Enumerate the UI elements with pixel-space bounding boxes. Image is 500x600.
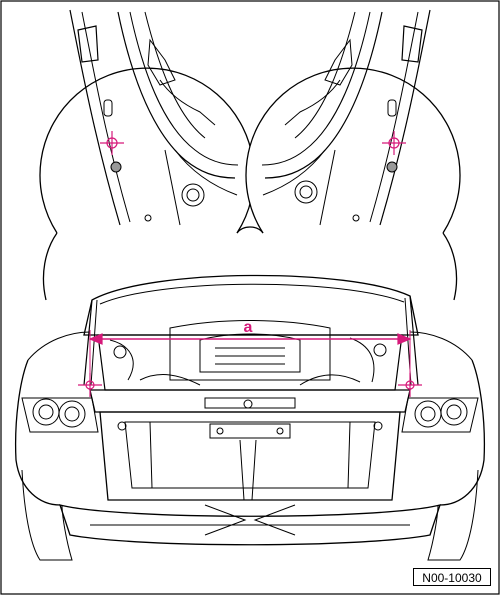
wheel-right bbox=[427, 469, 479, 561]
headlight-left bbox=[21, 397, 99, 433]
vehicle-front-view bbox=[14, 274, 486, 561]
lock-carrier bbox=[89, 389, 411, 413]
headlight-right bbox=[401, 397, 479, 433]
wheel-left bbox=[21, 469, 73, 561]
figure-number-box: N00-10030 bbox=[413, 568, 491, 586]
radiator-frame bbox=[99, 411, 401, 501]
hood-outline bbox=[83, 274, 419, 336]
detail-view-right bbox=[245, 9, 461, 234]
hood-strut-left bbox=[83, 299, 93, 386]
fender-right bbox=[439, 359, 486, 506]
fender-left bbox=[14, 359, 61, 506]
dimension-arrow bbox=[88, 330, 412, 380]
callout-connector-right bbox=[442, 232, 458, 301]
callout-connector-left bbox=[42, 232, 58, 301]
detail-view-left bbox=[39, 9, 255, 234]
dimension-label: a bbox=[244, 319, 253, 336]
front-bumper bbox=[59, 504, 441, 546]
crosshair-marker bbox=[382, 131, 406, 155]
hood-strut-right bbox=[409, 295, 419, 386]
crosshair-marker bbox=[100, 131, 124, 155]
measurement-markers bbox=[78, 131, 422, 397]
